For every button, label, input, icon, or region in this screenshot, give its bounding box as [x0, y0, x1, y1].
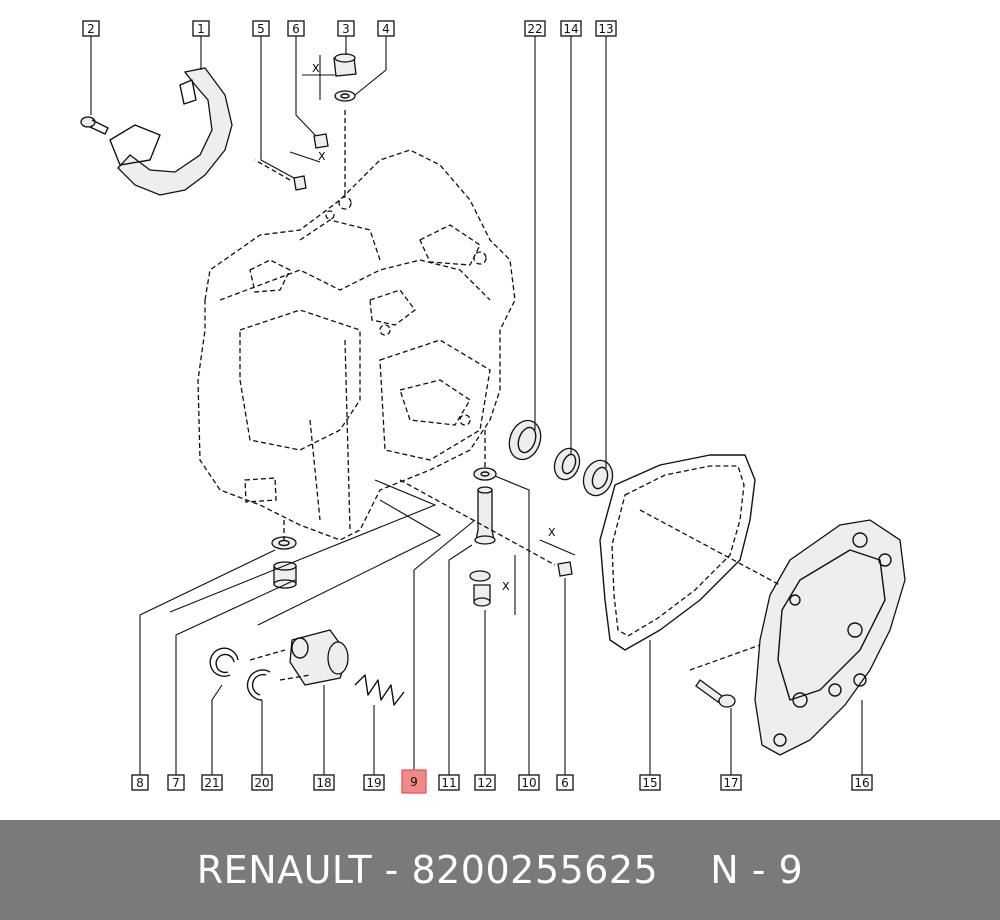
part-9-shaft	[474, 486, 496, 545]
part-18-valve	[289, 629, 349, 686]
torque-mark: X	[318, 150, 326, 163]
torque-mark: X	[312, 62, 320, 75]
callout-19: 19	[363, 774, 385, 791]
svg-text:10: 10	[521, 776, 536, 790]
callout-3: 3	[337, 20, 355, 37]
part-21-circlip	[209, 647, 239, 677]
torque-mark: X	[502, 580, 510, 593]
callout-8: 8	[131, 774, 149, 791]
svg-text:1: 1	[197, 22, 205, 36]
part-12-bolt	[473, 584, 491, 607]
svg-text:18: 18	[316, 776, 331, 790]
part-20-circlip	[246, 669, 271, 701]
svg-text:8: 8	[136, 776, 144, 790]
svg-text:6: 6	[561, 776, 569, 790]
part-number-footer: RENAULT - 8200255625 N - 9	[0, 820, 1000, 920]
callout-10: 10	[518, 774, 540, 791]
callout-22: 22	[524, 20, 546, 37]
part-6-pin-bottom	[557, 561, 573, 577]
callout-6-bottom: 6	[556, 774, 574, 791]
callout-4: 4	[377, 20, 395, 37]
svg-text:13: 13	[598, 22, 613, 36]
part-6-pin-top	[313, 133, 329, 149]
callout-14: 14	[560, 20, 582, 37]
callout-20: 20	[251, 774, 273, 791]
callout-17: 17	[720, 774, 742, 791]
part-5-pin	[293, 175, 307, 191]
callout-1: 1	[192, 20, 210, 37]
svg-text:20: 20	[254, 776, 269, 790]
leader-lines	[90, 36, 863, 775]
part-14-seal	[553, 447, 581, 481]
callout-16: 16	[851, 774, 873, 791]
svg-text:2: 2	[87, 22, 95, 36]
svg-text:4: 4	[382, 22, 390, 36]
callout-7: 7	[167, 774, 185, 791]
svg-text:14: 14	[563, 22, 578, 36]
torque-mark: X	[548, 526, 556, 539]
exploded-diagram: X X X X	[80, 20, 906, 794]
svg-text:11: 11	[441, 776, 456, 790]
diagram-reference: N - 9	[710, 848, 804, 892]
brand-part-number: RENAULT - 8200255625	[196, 848, 659, 892]
svg-text:16: 16	[854, 776, 869, 790]
part-3-plug	[333, 53, 357, 77]
part-11-washer	[469, 570, 491, 582]
part-8-washer	[271, 536, 297, 550]
part-4-washer	[334, 90, 356, 102]
torque-symbols: X X X X	[289, 55, 576, 615]
callout-12: 12	[474, 774, 496, 791]
svg-text:19: 19	[366, 776, 381, 790]
part-1-bracket	[109, 67, 233, 196]
callout-9-highlighted: 9	[401, 769, 427, 794]
callout-2: 2	[82, 20, 100, 37]
svg-text:7: 7	[172, 776, 180, 790]
part-15-gasket	[599, 454, 756, 651]
svg-text:12: 12	[477, 776, 492, 790]
callout-5: 5	[252, 20, 270, 37]
part-17-bolt	[695, 679, 736, 708]
callout-15: 15	[639, 774, 661, 791]
part-10-washer	[473, 467, 497, 481]
svg-text:9: 9	[410, 775, 418, 789]
svg-text:6: 6	[292, 22, 300, 36]
svg-text:3: 3	[342, 22, 350, 36]
callout-13: 13	[595, 20, 617, 37]
svg-text:15: 15	[642, 776, 657, 790]
svg-text:21: 21	[204, 776, 219, 790]
callout-6-top: 6	[287, 20, 305, 37]
svg-text:22: 22	[527, 22, 542, 36]
callout-11: 11	[438, 774, 460, 791]
part-16-cover	[754, 519, 906, 756]
callout-21: 21	[201, 774, 223, 791]
svg-text:5: 5	[257, 22, 265, 36]
svg-text:17: 17	[723, 776, 738, 790]
part-19-spring	[354, 674, 405, 706]
part-22-seal	[508, 419, 542, 461]
part-13-seal	[582, 459, 614, 497]
callout-18: 18	[313, 774, 335, 791]
gearbox-housing	[197, 149, 516, 541]
part-2-bolt	[80, 116, 109, 135]
